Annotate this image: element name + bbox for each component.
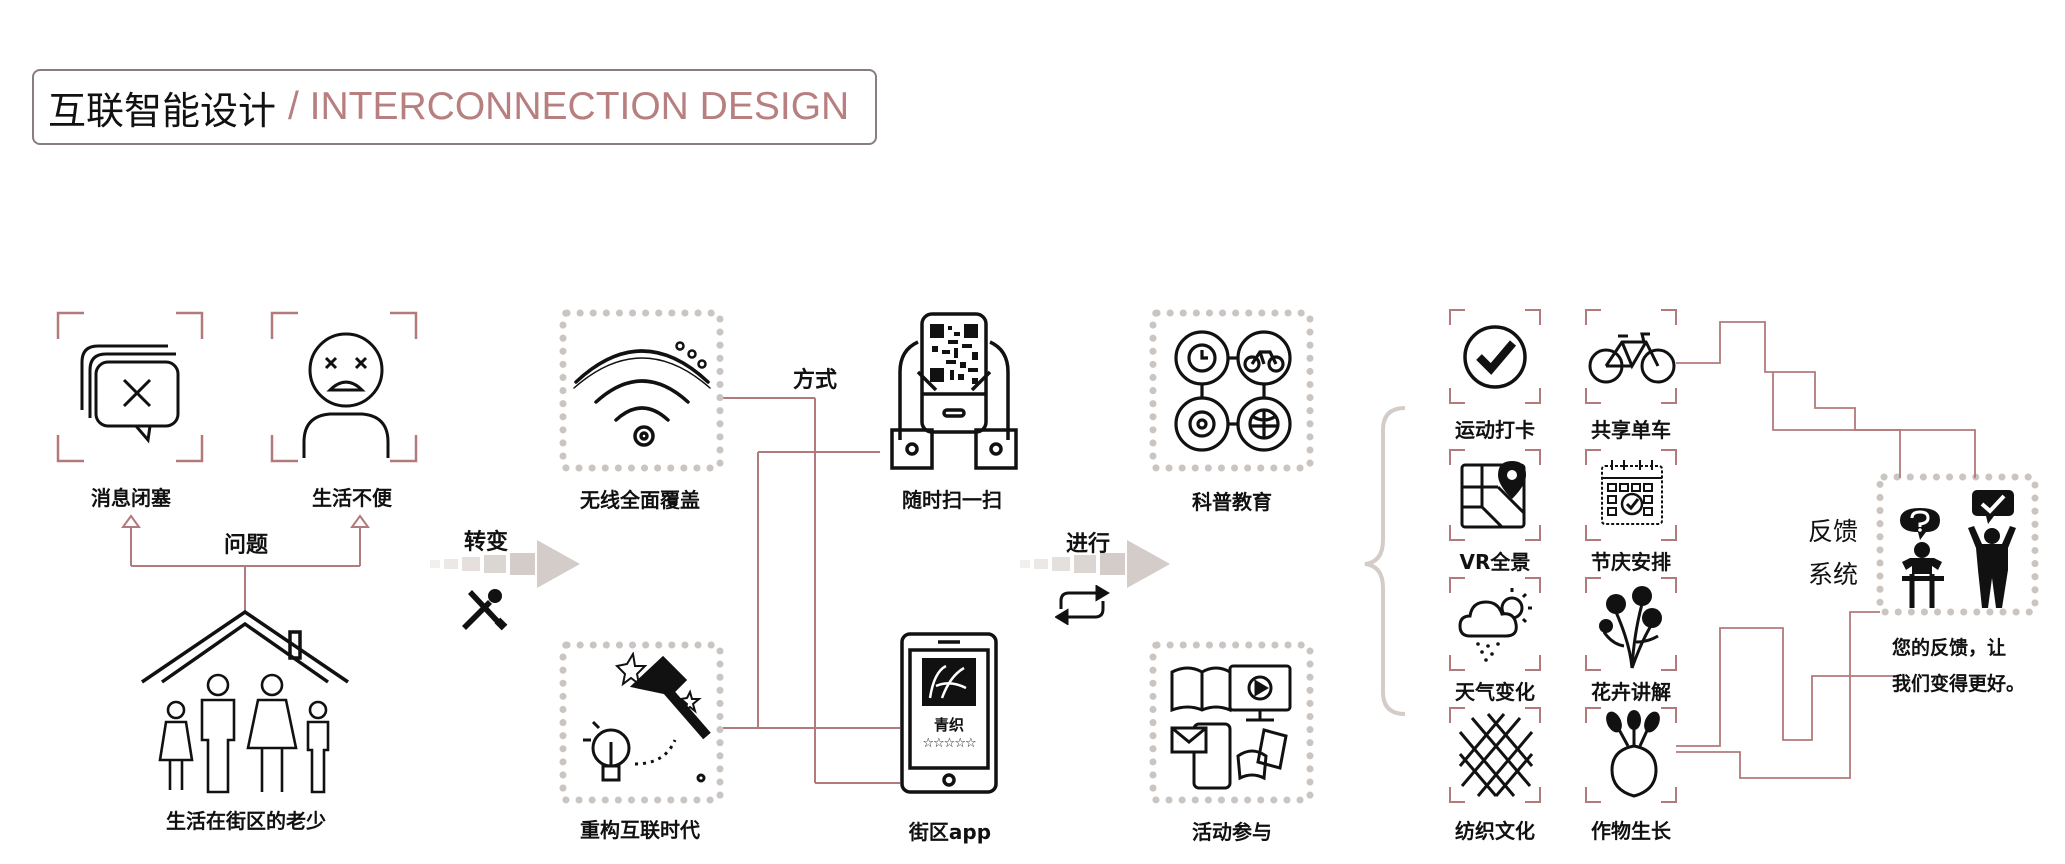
feature-label-weather: 天气变化 xyxy=(1455,680,1535,704)
calendar-icon xyxy=(1601,460,1663,525)
problem-label-info-blocked: 消息闭塞 xyxy=(91,486,171,510)
feedback-people-icon xyxy=(1900,490,2016,608)
feedback-text-line1: 您的反馈，让 xyxy=(1892,637,2007,659)
feature-frames xyxy=(1449,309,1677,803)
feedback-text-line2: 我们变得更好。 xyxy=(1892,673,2026,695)
hammer-bulb-icon xyxy=(583,652,711,783)
flower-icon xyxy=(1599,586,1662,669)
science-activities-icon xyxy=(1174,330,1292,452)
proceed-label: 进行 xyxy=(1065,532,1111,557)
feedback-text: 您的反馈，让 我们变得更好。 xyxy=(1892,630,2025,702)
title-english: / INTERCONNECTION DESIGN xyxy=(288,85,850,128)
scan-qr-icon xyxy=(890,312,1018,470)
activity-label-events: 活动参与 xyxy=(1192,820,1272,844)
tools-icon xyxy=(462,589,508,631)
event-participation-icon xyxy=(1170,664,1292,790)
curly-bracket xyxy=(1364,406,1406,716)
feature-label-vr: VR全景 xyxy=(1459,550,1531,574)
bicycle-icon xyxy=(1588,332,1676,384)
activity-label-science: 科普教育 xyxy=(1192,490,1272,514)
weave-icon xyxy=(1458,713,1534,797)
method-label-scan: 随时扫一扫 xyxy=(902,488,1002,512)
sad-face-icon xyxy=(302,332,390,458)
problem-frames xyxy=(56,311,418,463)
feedback-title-line2: 系统 xyxy=(1808,560,1859,589)
transform-label: 转变 xyxy=(463,530,509,555)
problem-label-inconvenient: 生活不便 xyxy=(312,486,392,510)
feature-label-textile: 纺织文化 xyxy=(1455,819,1535,843)
family-house-icon xyxy=(141,610,349,794)
method-label-wifi: 无线全面覆盖 xyxy=(580,488,700,512)
method-way-label: 方式 xyxy=(792,368,838,393)
feature-label-festival: 节庆安排 xyxy=(1591,550,1671,574)
title-box: 互联智能设计 / INTERCONNECTION DESIGN xyxy=(32,69,877,145)
title-chinese: 互联智能设计 xyxy=(48,88,277,133)
method-label-app: 街区app xyxy=(908,820,992,844)
problem-tree-lines xyxy=(121,514,370,612)
map-pin-icon xyxy=(1460,461,1526,529)
beet-icon xyxy=(1606,710,1660,798)
dotted-frames xyxy=(559,309,2039,804)
feature-label-flower: 花卉讲解 xyxy=(1591,680,1671,704)
weather-icon xyxy=(1458,588,1532,662)
app-rating-stars: ☆☆☆☆☆ xyxy=(922,736,976,751)
app-screen-text: 青织 xyxy=(933,716,965,734)
wifi-icon xyxy=(573,341,711,447)
transform-arrow xyxy=(430,540,580,588)
feature-label-checkin: 运动打卡 xyxy=(1455,418,1535,442)
feedback-lines xyxy=(1676,321,1976,779)
people-label: 生活在街区的老少 xyxy=(166,809,326,833)
cycle-icon xyxy=(1055,585,1110,625)
proceed-arrow xyxy=(1020,540,1170,588)
checkmark-icon xyxy=(1463,325,1527,389)
method-label-rebuild: 重构互联时代 xyxy=(580,818,700,842)
feature-label-crop: 作物生长 xyxy=(1591,819,1671,843)
method-network-lines xyxy=(723,397,900,784)
message-blocked-icon xyxy=(80,344,180,444)
problem-caption: 问题 xyxy=(223,533,269,558)
feature-label-bike: 共享单车 xyxy=(1591,418,1671,442)
feedback-title-line1: 反馈 xyxy=(1808,517,1859,546)
smartphone-app-icon xyxy=(900,632,998,794)
